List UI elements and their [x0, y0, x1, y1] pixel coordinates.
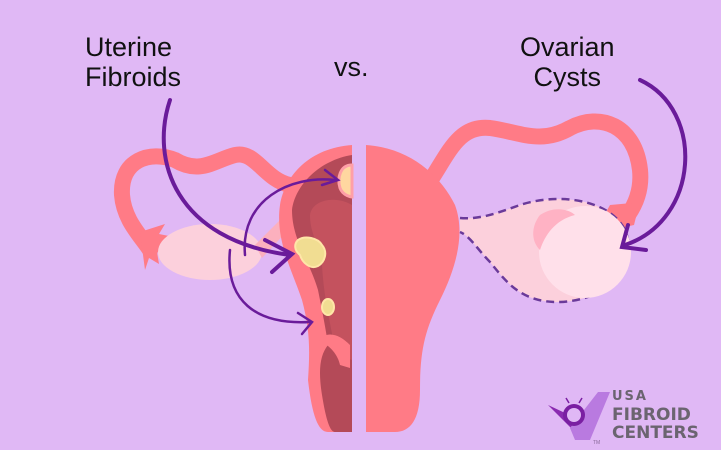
- left-fallopian-tube: [113, 146, 298, 258]
- fibroid-middle: [294, 236, 327, 268]
- logo-line-usa: USA: [612, 389, 648, 404]
- logo-line-centers: CENTERS: [612, 423, 699, 443]
- arrow-to-top-fibroid: [243, 178, 337, 257]
- label-line: Fibroids: [85, 62, 182, 92]
- label-ovarian-cysts: Ovarian Cysts: [520, 32, 615, 92]
- fibroid-arrows: [161, 78, 688, 336]
- left-ovary: [158, 224, 262, 280]
- label-line: Uterine: [85, 32, 173, 62]
- logo: USA FIBROID CENTERS: [612, 388, 699, 442]
- left-fimbriae: [140, 224, 169, 270]
- fibroid-bottom: [321, 298, 335, 316]
- ovarian-cyst: [539, 206, 631, 298]
- endometrium: [310, 199, 352, 360]
- right-arrow: [623, 78, 688, 247]
- label-line: Ovarian: [520, 32, 615, 62]
- main-left-arrowhead: [263, 238, 296, 274]
- label-line: Cysts: [533, 62, 602, 92]
- fibroid-top: [337, 163, 354, 199]
- right-fallopian-tube: [424, 113, 649, 223]
- logo-trademark: TM: [593, 440, 601, 446]
- logo-line-fibroid: FIBROID: [612, 405, 691, 425]
- right-arrowhead: [619, 223, 648, 252]
- label-vs: vs.: [334, 52, 369, 82]
- label-uterine-fibroids: Uterine Fibroids: [85, 32, 181, 92]
- main-left-arrow: [161, 98, 292, 257]
- arrow-to-bottom-fibroid: [228, 248, 312, 324]
- uterus-right-half: [366, 145, 460, 432]
- logo-icon: [548, 392, 610, 440]
